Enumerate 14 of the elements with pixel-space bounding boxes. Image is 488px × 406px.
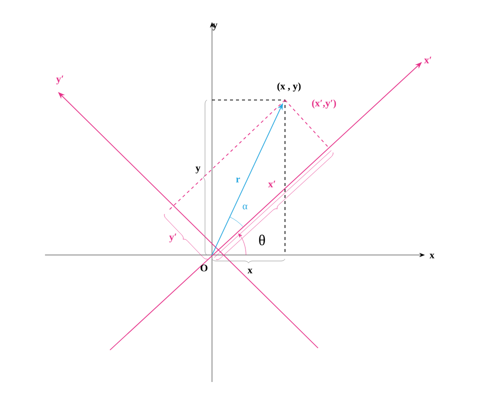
vector-label: r [236,178,240,182]
origin-label: O [200,264,208,272]
axis-label: x [430,254,434,258]
axis-label: y′ [56,76,64,84]
axis-label: x′ [424,56,432,64]
angle-label: θ [259,234,265,246]
point-label: (x′,y′) [312,99,336,109]
length-label: x [248,268,252,274]
angle-label: α [242,204,248,210]
axis-label: y [212,24,218,30]
length-label: x′ [268,180,276,188]
point-label: (x , y) [277,82,301,92]
length-label: y′ [169,234,176,242]
length-label: y [196,166,200,174]
